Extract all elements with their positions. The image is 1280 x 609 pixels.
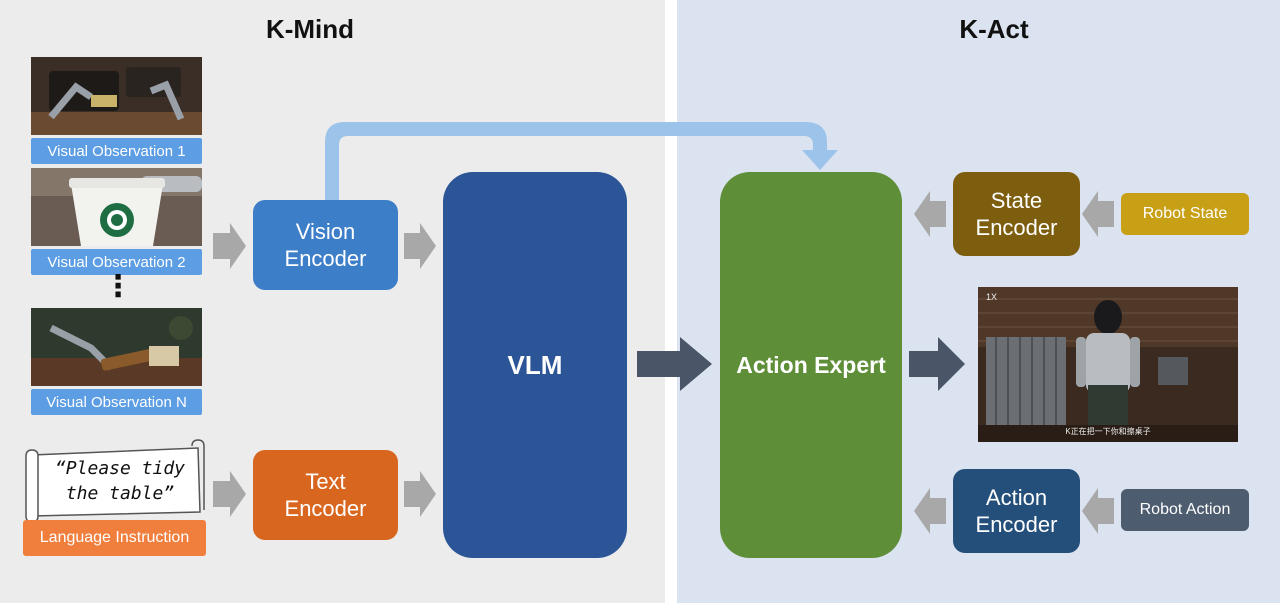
visual-observation-n-image [31, 308, 202, 386]
vlm-to-expert-arrow [637, 337, 712, 391]
action-encoder-line2: Encoder [975, 512, 1058, 537]
state-encoder-to-expert-arrow [914, 191, 946, 237]
state-encoder-line2: Encoder [975, 215, 1058, 240]
robot-action-tag: Robot Action [1121, 489, 1249, 531]
vision-to-vlm-arrow [404, 223, 436, 269]
language-quote: “Please tidy the table” [42, 456, 198, 506]
visual-observation-2-image [31, 168, 202, 246]
visual-observation-1-label: Visual Observation 1 [31, 138, 202, 164]
state-encoder-line1: State [990, 188, 1043, 213]
text-encoder-line2: Encoder [284, 496, 367, 521]
robot-state-tag: Robot State [1121, 193, 1249, 235]
vision-encoder-line1: Vision [295, 219, 356, 244]
lang-to-text-arrow [213, 471, 246, 517]
text-encoder-line1: Text [305, 469, 346, 494]
visual-observation-2-label: Visual Observation 2 [31, 249, 202, 275]
skip-connection-arrow [325, 122, 838, 200]
action-encoder-to-expert-arrow [914, 488, 946, 534]
action-to-encoder-arrow [1082, 488, 1114, 534]
vision-encoder-line2: Encoder [284, 246, 367, 271]
action-expert-box: Action Expert [720, 172, 902, 558]
video-subtitle: K正在把一下你和擦桌子 [1065, 427, 1151, 436]
text-to-vlm-arrow [404, 471, 436, 517]
k-mind-title: K-Mind [265, 14, 355, 44]
action-encoder-line1: Action [985, 485, 1048, 510]
k-act-title: K-Act [959, 14, 1029, 44]
vlm-box: VLM [443, 172, 627, 558]
visual-observation-n-label: Visual Observation N [31, 389, 202, 415]
robot-video-frame: 1X K正在把一下你和擦桌子 [978, 287, 1238, 442]
visual-observation-1-image [31, 57, 202, 135]
obs-to-vision-arrow [213, 223, 246, 269]
language-quote-line1: “Please tidy [54, 458, 186, 479]
observation-ellipsis: ⋮ [103, 270, 133, 303]
language-quote-line2: the table” [65, 483, 175, 504]
language-instruction-label: Language Instruction [23, 520, 206, 556]
robot-scene-image [978, 287, 1238, 442]
video-speed-label: 1X [986, 292, 998, 302]
expert-to-output-arrow [909, 337, 965, 391]
state-to-encoder-arrow [1082, 191, 1114, 237]
